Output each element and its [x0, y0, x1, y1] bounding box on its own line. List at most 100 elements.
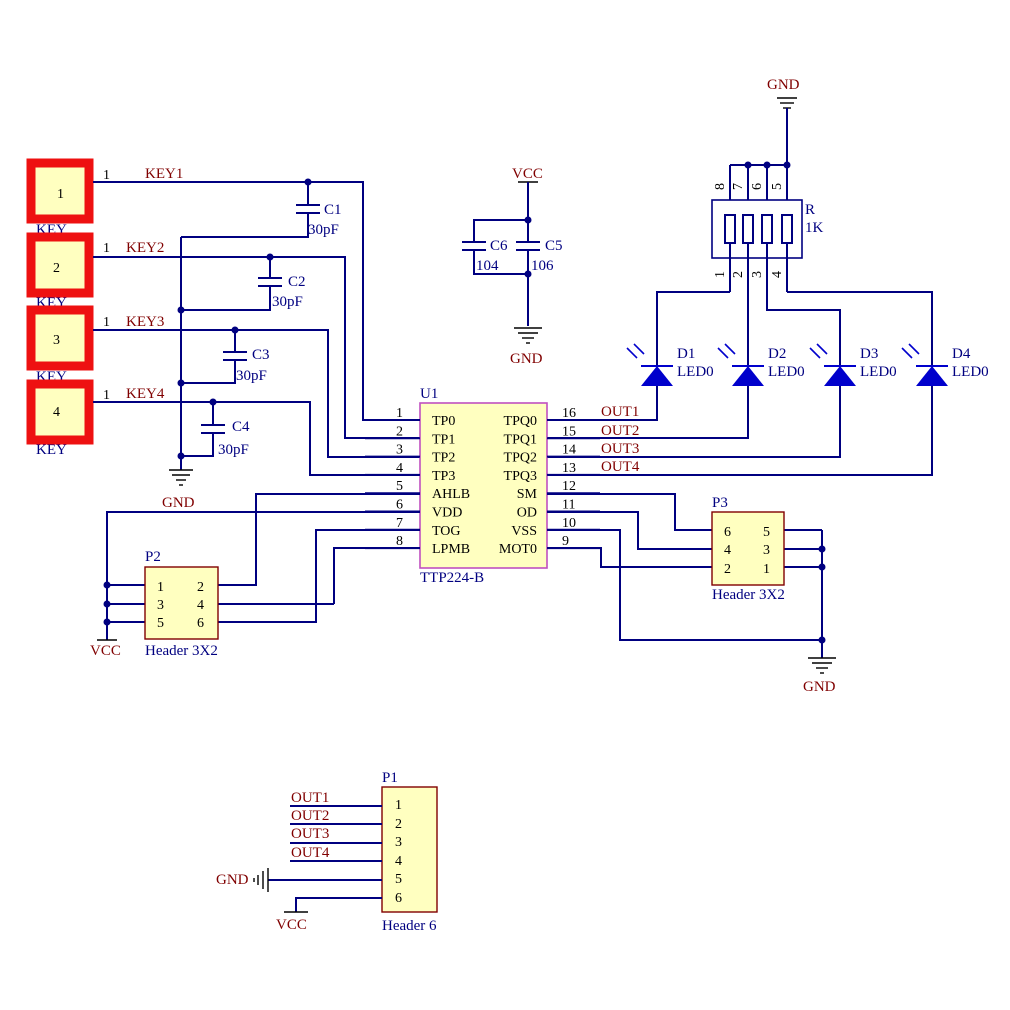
- chip-pin-number: 8: [396, 534, 403, 549]
- chip-pin-name: TP0: [432, 414, 455, 429]
- key-net-label: KEY2: [126, 240, 164, 256]
- chip-pin-number: 6: [396, 498, 403, 513]
- chip-pin-name: TP2: [432, 451, 455, 466]
- led-d3: D3 LED0: [809, 343, 897, 386]
- key-pad-pin: 1: [103, 315, 110, 330]
- key-pad-number: 3: [53, 333, 60, 348]
- cap-value: 104: [476, 258, 499, 274]
- header-pin: 2: [395, 817, 402, 832]
- chip-pin-name: TP3: [432, 469, 455, 484]
- chip-pin-name: TPQ2: [504, 451, 537, 466]
- key-pad-4: 4 KEY 1 KEY4: [26, 379, 165, 458]
- key-net-label: KEY4: [126, 386, 165, 402]
- vcc-label: VCC: [90, 643, 121, 659]
- vcc-label: VCC: [276, 917, 307, 933]
- header-pin: 5: [395, 872, 402, 887]
- chip-pin-name: TPQ1: [504, 432, 537, 447]
- key-pad-label: KEY: [36, 442, 67, 458]
- header-pin: 2: [197, 580, 204, 595]
- chip-pin-name: VDD: [432, 506, 462, 521]
- rn-pin: 2: [731, 271, 746, 278]
- led-d1: D1 LED0: [626, 343, 714, 386]
- chip-pin-name: AHLB: [432, 487, 470, 502]
- chip-pin-number: 3: [396, 443, 403, 458]
- key-pad-number: 4: [53, 405, 60, 420]
- key-net-label: KEY1: [145, 166, 183, 182]
- key-pad-number: 2: [53, 261, 60, 276]
- led-wires: [656, 291, 933, 366]
- chip-pin-number: 2: [396, 424, 403, 439]
- rn-ref: R: [805, 202, 815, 218]
- chip-pin-name: TPQ3: [504, 469, 537, 484]
- gnd-label: GND: [767, 77, 800, 93]
- header-name: Header 3X2: [145, 643, 218, 659]
- cap-ref: C4: [232, 419, 250, 435]
- header-pin: 3: [395, 835, 402, 850]
- rn-pin: 8: [713, 183, 728, 190]
- out-label: OUT2: [291, 808, 329, 824]
- led-value: LED0: [952, 364, 989, 380]
- key-net-label: KEY3: [126, 314, 164, 330]
- header-pin: 5: [157, 616, 164, 631]
- header-ref: P1: [382, 770, 398, 786]
- rn-pin: 6: [750, 183, 765, 190]
- chip-name: TTP224-B: [420, 570, 484, 586]
- header-pin: 4: [724, 543, 731, 558]
- chip-right-pins: 16TPQ015TPQ114TPQ213TPQ312SM11OD10VSS9MO…: [499, 406, 600, 557]
- key-pad-1: 1 KEY 1 KEY1: [26, 158, 183, 238]
- rn-pin: 4: [770, 271, 785, 278]
- chip-pin-number: 10: [562, 516, 576, 531]
- led-ref: D2: [768, 346, 786, 362]
- out-label: OUT2: [601, 423, 639, 439]
- chip-pin-number: 13: [562, 461, 576, 476]
- chip-pin-number: 4: [396, 461, 403, 476]
- header-pin: 4: [197, 598, 204, 613]
- led-ref: D3: [860, 346, 878, 362]
- chip-pin-number: 1: [396, 406, 403, 421]
- p2-wires: VCC: [90, 493, 420, 659]
- header-pin: 6: [197, 616, 204, 631]
- p3-wires: GND: [547, 493, 836, 695]
- header-ref: P2: [145, 549, 161, 565]
- led-ref: D4: [952, 346, 971, 362]
- capacitor-c1: C1 30pF: [181, 178, 342, 238]
- vcc-label: VCC: [512, 166, 543, 182]
- key-pad-pin: 1: [103, 241, 110, 256]
- gnd-label: GND: [162, 495, 195, 511]
- resistor-network: GND 8 7 6 5 1 2 3 4 R 1K: [711, 77, 824, 292]
- header-ref: P3: [712, 495, 728, 511]
- capacitor-c4: C4 30pF: [181, 398, 250, 458]
- header-name: Header 6: [382, 918, 437, 934]
- header-pin: 1: [395, 798, 402, 813]
- out-label: OUT3: [601, 441, 639, 457]
- key-pad-pin: 1: [103, 168, 110, 183]
- header-pin: 5: [763, 525, 770, 540]
- cap-ref: C6: [490, 238, 508, 254]
- header-name: Header 3X2: [712, 587, 785, 603]
- chip-pin-number: 14: [562, 443, 576, 458]
- rn-pin: 1: [713, 271, 728, 278]
- header-pin: 1: [763, 562, 770, 577]
- chip-pin-name: TOG: [432, 524, 461, 539]
- chip-pin-name: OD: [517, 506, 537, 521]
- header-pin: 3: [157, 598, 164, 613]
- out-label: OUT4: [601, 459, 640, 475]
- gnd-label: GND: [803, 679, 836, 695]
- out-label: OUT3: [291, 826, 329, 842]
- rn-pin: 5: [770, 183, 785, 190]
- chip-pin-name: TP1: [432, 432, 455, 447]
- chip-pin-number: 5: [396, 479, 403, 494]
- cap-value: 30pF: [236, 368, 267, 384]
- chip-pin-name: MOT0: [499, 542, 537, 557]
- out-label: OUT1: [291, 790, 329, 806]
- chip-pin-number: 16: [562, 406, 576, 421]
- led-value: LED0: [860, 364, 897, 380]
- chip-pin-number: 15: [562, 424, 576, 439]
- header-pin: 4: [395, 854, 402, 869]
- cap-ref: C1: [324, 202, 342, 218]
- chip-ref: U1: [420, 386, 438, 402]
- key-pad-pin: 1: [103, 388, 110, 403]
- out-label: OUT1: [601, 404, 639, 420]
